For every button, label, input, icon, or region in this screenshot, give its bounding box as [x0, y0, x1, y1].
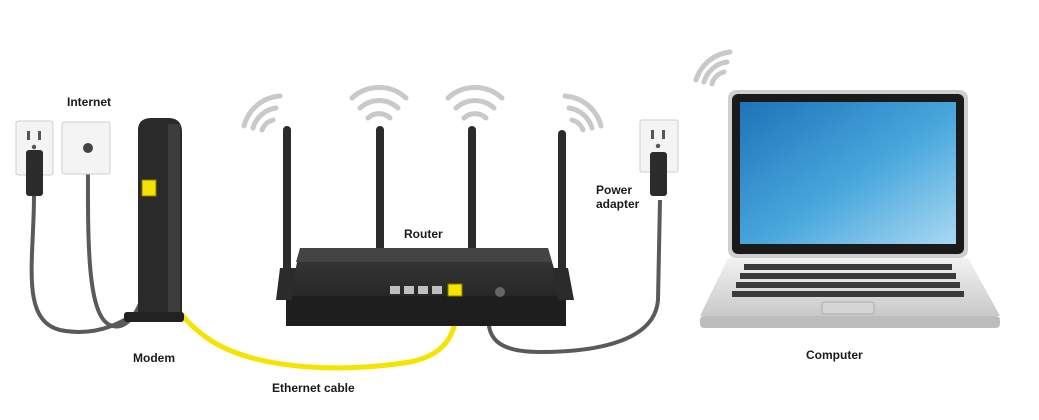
- wifi-signal-icon: [241, 49, 733, 133]
- coax-wall-plate-icon: [61, 121, 111, 175]
- coax-cable: [85, 151, 150, 329]
- ethernet-cable-label: Ethernet cable: [272, 381, 355, 395]
- wall-outlet-icon: [15, 120, 54, 196]
- router-power-cord: [486, 199, 662, 355]
- laptop: [700, 90, 1000, 328]
- modem-label: Modem: [133, 351, 175, 365]
- router-label: Router: [404, 227, 443, 241]
- modem: [124, 118, 184, 322]
- router: [276, 126, 574, 326]
- power-adapter-label-line2: adapter: [596, 197, 640, 211]
- internet-label: Internet: [67, 95, 112, 109]
- wall-outlet-icon: [639, 119, 679, 196]
- computer-label: Computer: [806, 348, 863, 362]
- power-adapter-label-line1: Power: [596, 183, 633, 197]
